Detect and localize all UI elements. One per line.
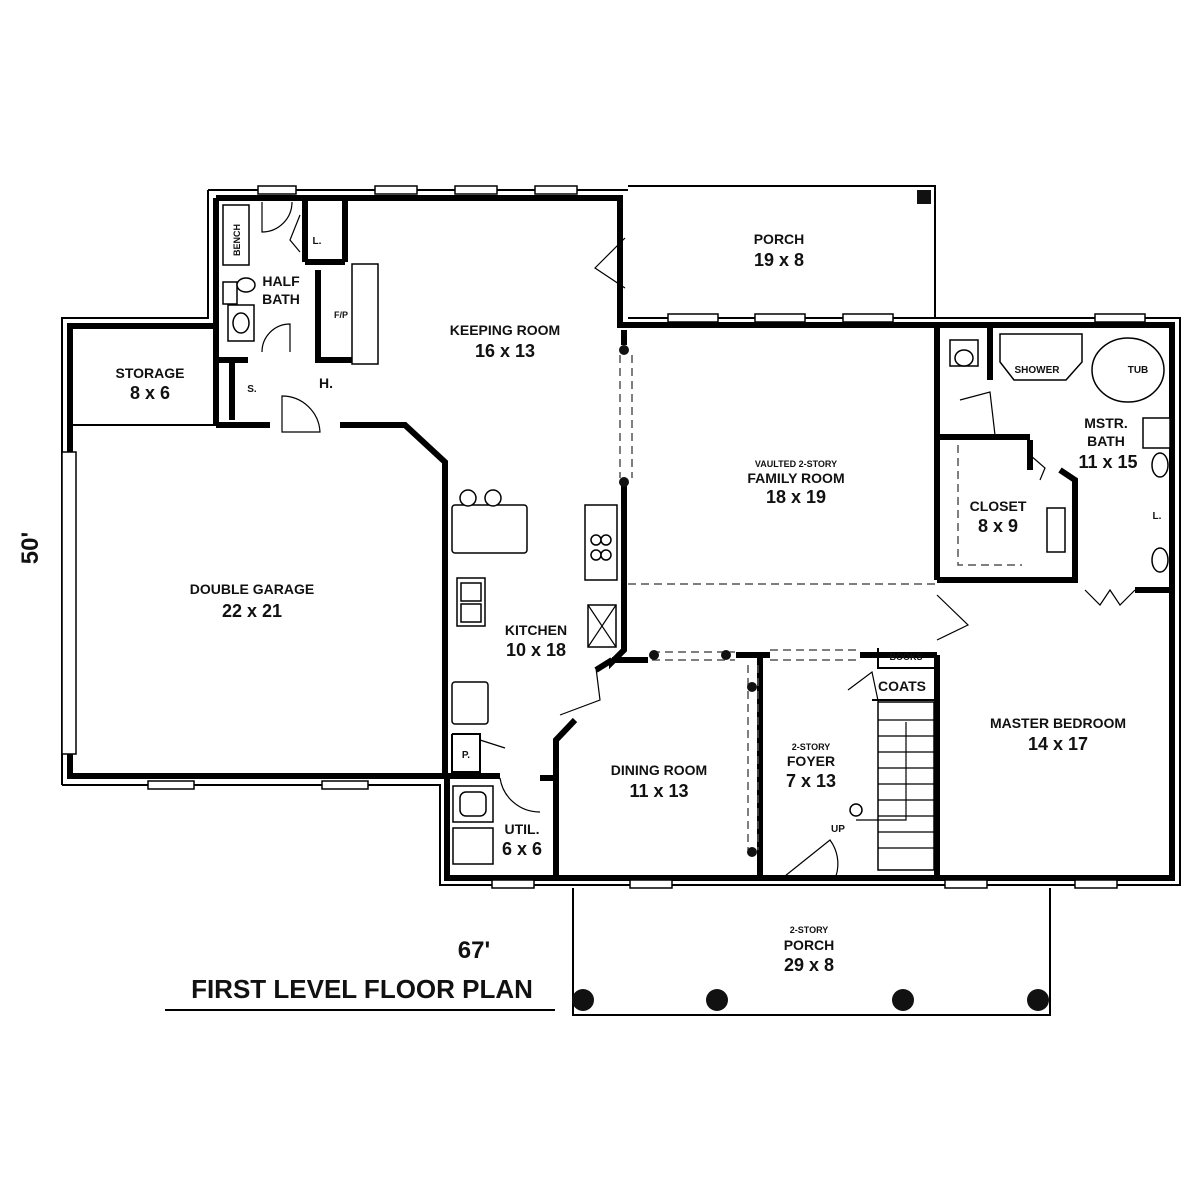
rear-porch-name: PORCH (754, 231, 805, 247)
dining-room-name: DINING ROOM (611, 762, 707, 778)
plan-title-block: FIRST LEVEL FLOOR PLAN 67' 50' (17, 532, 555, 1011)
master-bath-name-2: BATH (1087, 433, 1125, 449)
linen-label: L. (313, 236, 322, 247)
family-room-size: 18 x 19 (766, 487, 826, 507)
foyer-name-2: FOYER (787, 753, 835, 769)
dashed-openings (61, 355, 1022, 850)
master-bath-name-1: MSTR. (1084, 415, 1128, 431)
front-porch-size: 29 x 8 (784, 955, 834, 975)
shower-label: SHOWER (1015, 365, 1061, 376)
util-name: UTIL. (505, 821, 540, 837)
front-porch-name-2: PORCH (784, 937, 835, 953)
storage-size: 8 x 6 (130, 383, 170, 403)
keeping-room-size: 16 x 13 (475, 341, 535, 361)
master-bedroom-size: 14 x 17 (1028, 734, 1088, 754)
plan-title: FIRST LEVEL FLOOR PLAN (191, 974, 533, 1004)
family-room-name-1: VAULTED 2-STORY (755, 459, 837, 469)
kitchen-size: 10 x 18 (506, 640, 566, 660)
kitchen-name: KITCHEN (505, 622, 567, 638)
books-label: BOOKS (889, 652, 922, 662)
closet-size: 8 x 9 (978, 516, 1018, 536)
fireplace-label: F/P (334, 310, 348, 320)
bench-label: BENCH (232, 224, 242, 256)
master-bath-size: 11 x 15 (1078, 452, 1137, 472)
shelf-label: S. (247, 384, 257, 395)
dining-room-size: 11 x 13 (629, 781, 688, 801)
interior-walls (70, 198, 1172, 878)
pantry-label: P. (462, 750, 470, 761)
garage-name: DOUBLE GARAGE (190, 581, 314, 597)
storage-name: STORAGE (116, 365, 185, 381)
tub-label: TUB (1128, 365, 1149, 376)
hall-label: H. (319, 375, 333, 391)
master-bath-linen-label: L. (1153, 511, 1162, 522)
room-labels: PORCH 19 x 8 BENCH HALF BATH L. F/P STOR… (116, 224, 1162, 975)
width-dimension: 67' (458, 937, 490, 964)
coats-label: COATS (878, 678, 926, 694)
closet-name: CLOSET (970, 498, 1027, 514)
keeping-room-name: KEEPING ROOM (450, 322, 560, 338)
half-bath-name-1: HALF (262, 273, 300, 289)
master-bedroom-name: MASTER BEDROOM (990, 715, 1126, 731)
family-room-name-2: FAMILY ROOM (747, 470, 844, 486)
doors (261, 201, 1136, 877)
depth-dimension: 50' (17, 532, 44, 564)
interior-columns (619, 345, 757, 857)
half-bath-name-2: BATH (262, 291, 300, 307)
garage-size: 22 x 21 (222, 601, 282, 621)
fixtures (222, 204, 1171, 871)
stair-up-label: UP (831, 824, 845, 835)
foyer-name-1: 2-STORY (792, 742, 831, 752)
foyer-size: 7 x 13 (786, 771, 836, 791)
util-size: 6 x 6 (502, 839, 542, 859)
rear-porch (628, 185, 936, 318)
rear-porch-size: 19 x 8 (754, 250, 804, 270)
front-porch-name-1: 2-STORY (790, 925, 829, 935)
front-porch (572, 888, 1051, 1016)
windows (147, 185, 1146, 889)
